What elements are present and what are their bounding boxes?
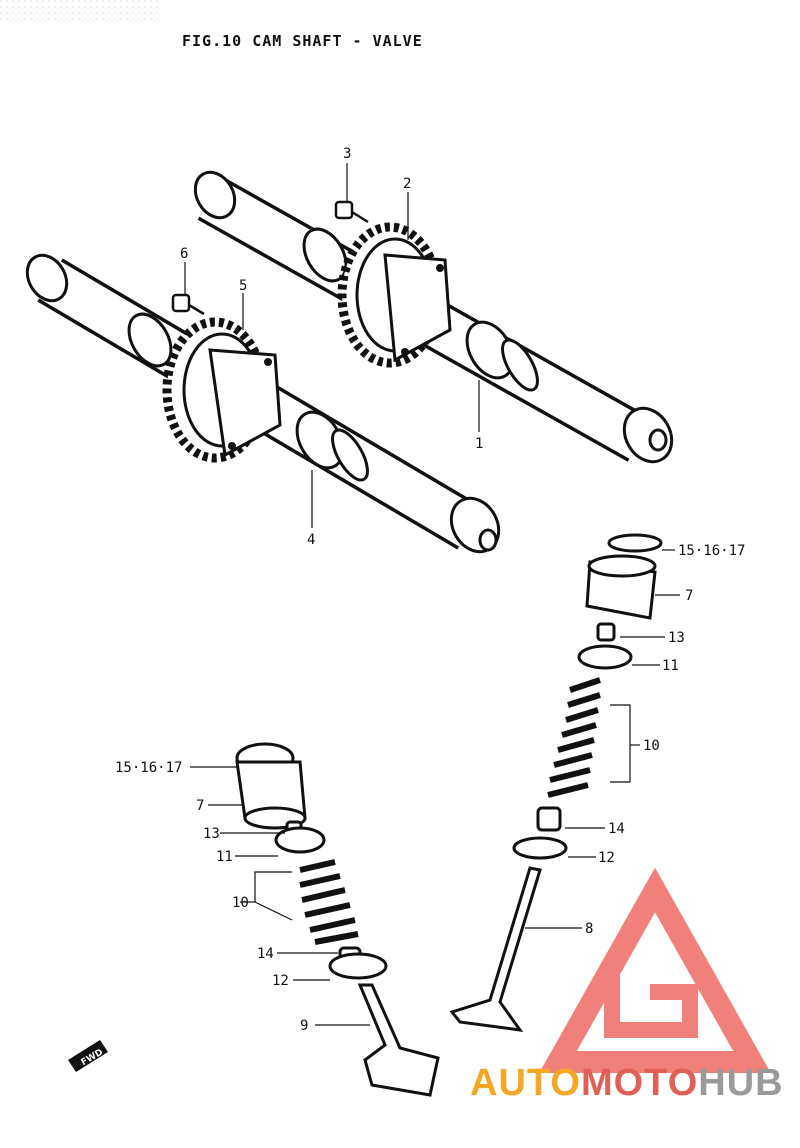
- leader-lines: [184, 163, 680, 1026]
- callout-left-15-16-17: 15·16·17: [115, 760, 182, 776]
- callout-left-13: 13: [203, 826, 220, 842]
- callout-2: 2: [403, 176, 411, 192]
- valve-assembly-right: [449, 533, 663, 1032]
- figure-title: FIG.10 CAM SHAFT - VALVE: [182, 32, 423, 50]
- watermark-part-auto: AUTO: [470, 1062, 581, 1104]
- callout-left-7: 7: [196, 798, 204, 814]
- callout-right-12: 12: [598, 850, 615, 866]
- callout-right-11: 11: [662, 658, 679, 674]
- callout-labels: 3 2 6 5 1 4 15·16·17 7 13 11 10 14 12 8 …: [115, 146, 745, 1034]
- fwd-arrow-icon: FWD: [68, 1040, 108, 1072]
- cam-sprocket-upper: [337, 222, 452, 368]
- callout-left-11: 11: [216, 849, 233, 865]
- callout-4: 4: [307, 532, 315, 548]
- callout-left-10: 10: [232, 895, 249, 911]
- watermark-wordmark: AUTOMOTOHUB: [470, 1062, 784, 1105]
- callout-6: 6: [180, 246, 188, 262]
- spring-seat-right: [536, 806, 562, 832]
- callout-left-9: 9: [300, 1018, 308, 1034]
- callout-left-12: 12: [272, 973, 289, 989]
- callout-right-15-16-17: 15·16·17: [678, 543, 745, 559]
- callout-right-7: 7: [685, 588, 693, 604]
- cotter-right: [596, 622, 616, 642]
- callout-left-14: 14: [257, 946, 274, 962]
- callout-5: 5: [239, 278, 247, 294]
- watermark-logo: [539, 867, 771, 1073]
- callout-1: 1: [475, 436, 483, 452]
- callout-right-8: 8: [585, 921, 593, 937]
- cam-sprocket-lower: [162, 317, 282, 463]
- callout-right-14: 14: [608, 821, 625, 837]
- watermark-part-hub: HUB: [698, 1062, 784, 1104]
- valve-assembly-left: [235, 742, 440, 1097]
- watermark-part-moto: MOTO: [580, 1062, 699, 1104]
- callout-right-10: 10: [643, 738, 660, 754]
- callout-3: 3: [343, 146, 351, 162]
- sprocket-bolt-lower: [171, 293, 205, 316]
- callout-right-13: 13: [668, 630, 685, 646]
- sprocket-bolt-upper: [334, 200, 369, 224]
- scan-noise: [0, 0, 160, 24]
- shim-right: [607, 533, 663, 553]
